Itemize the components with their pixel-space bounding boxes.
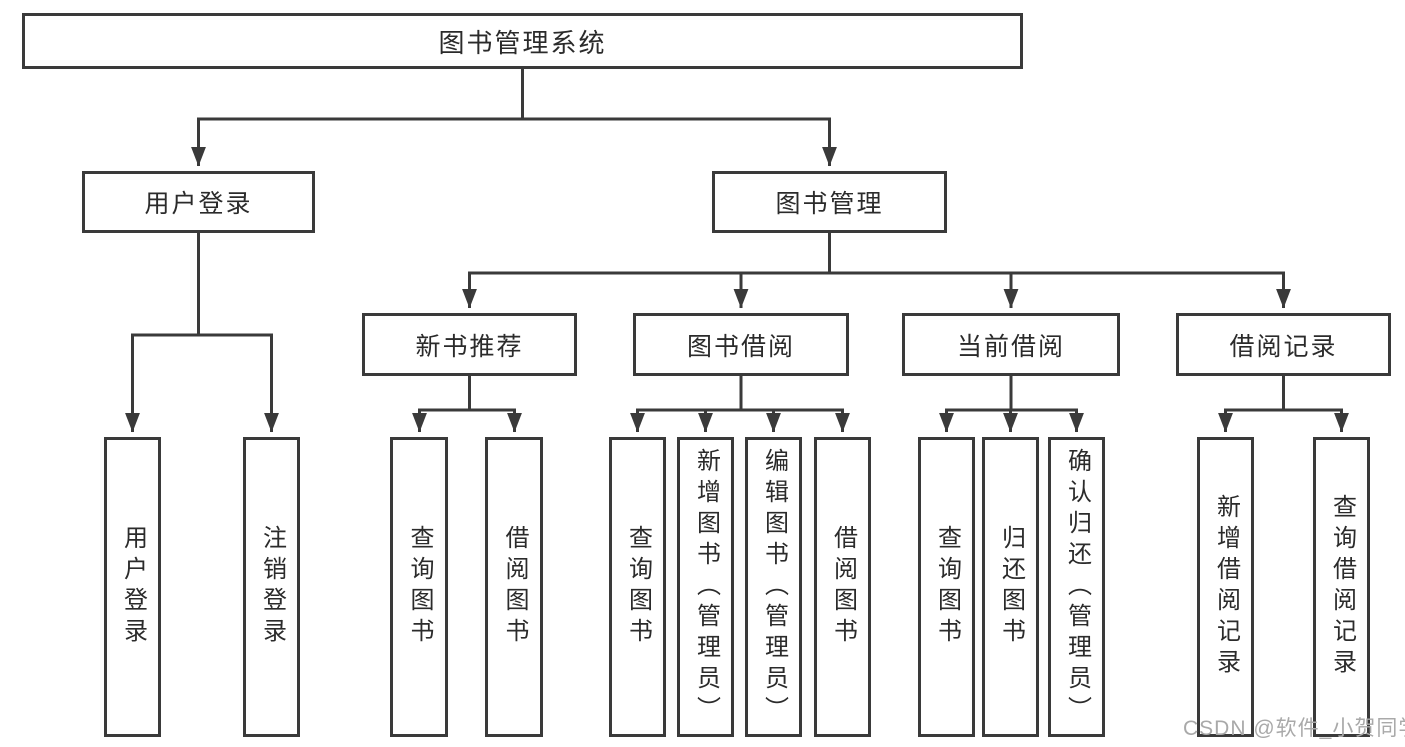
leaf-edit-book-admin: 编辑图书（管理员） (745, 437, 802, 737)
leaf-add-borrow-record: 新增借阅记录 (1197, 437, 1254, 737)
connector-borrow-records-to-leaves (1218, 376, 1349, 433)
leaf-borrow-books: 借阅图书 (814, 437, 871, 737)
connector-user-login-to-leaves (125, 233, 279, 433)
node-borrow-records: 借阅记录 (1176, 313, 1391, 376)
node-book-management: 图书管理 (712, 171, 947, 233)
node-current-borrow: 当前借阅 (902, 313, 1120, 376)
leaf-return-books: 归还图书 (982, 437, 1039, 737)
leaf-confirm-return-admin: 确认归还（管理员） (1048, 437, 1105, 737)
node-user-login: 用户登录 (82, 171, 315, 233)
leaf-query-books-recommend: 查询图书 (390, 437, 448, 737)
leaf-user-login: 用户登录 (104, 437, 161, 737)
node-library-management-system: 图书管理系统 (22, 13, 1023, 69)
leaf-borrow-books-recommend: 借阅图书 (485, 437, 543, 737)
leaf-query-books-current: 查询图书 (918, 437, 975, 737)
leaf-add-book-admin: 新增图书（管理员） (677, 437, 734, 737)
leaf-query-books-borrow: 查询图书 (609, 437, 666, 737)
connector-root-to-level2 (191, 69, 837, 167)
connector-current-borrow-to-leaves (939, 376, 1084, 433)
connector-book-management-to-sections (462, 233, 1291, 309)
csdn-watermark: CSDN @软件_小贺同学 (1183, 717, 1405, 740)
node-new-book-recommend: 新书推荐 (362, 313, 577, 376)
leaf-query-borrow-record: 查询借阅记录 (1313, 437, 1370, 737)
node-book-borrow: 图书借阅 (633, 313, 849, 376)
leaf-logout: 注销登录 (243, 437, 300, 737)
connector-book-borrow-to-leaves (630, 376, 850, 433)
connector-new-book-recommend-to-leaves (412, 376, 522, 433)
